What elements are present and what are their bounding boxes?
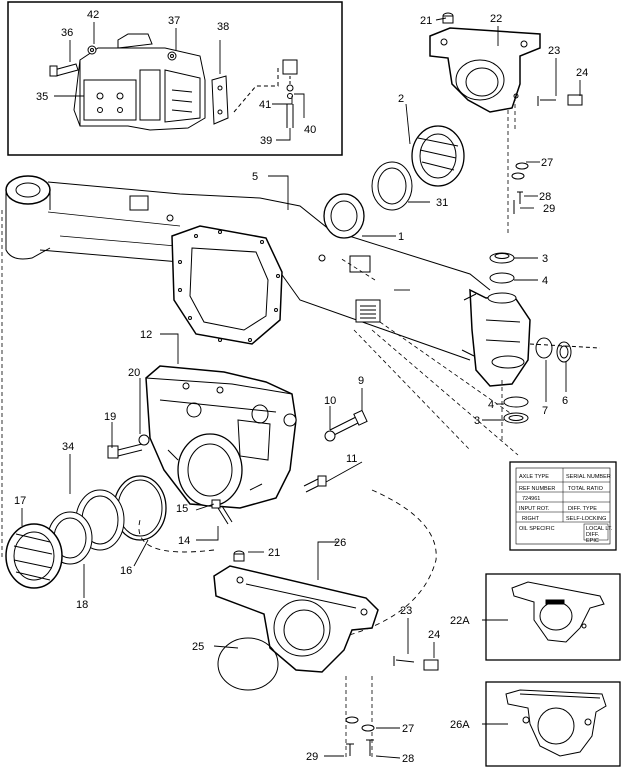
callout-4b: 4 [488, 399, 494, 411]
callout-29: 29 [543, 203, 555, 215]
callout-5: 5 [252, 171, 258, 183]
carrier-fasteners [107, 409, 368, 525]
callout-29b: 29 [306, 751, 318, 763]
kingpin-seals [489, 252, 529, 424]
callout-24b: 24 [428, 629, 440, 641]
callout-26a: 26A [450, 719, 470, 731]
axle-beam-housing [5, 175, 601, 387]
callout-42: 42 [87, 9, 99, 21]
callout-12: 12 [140, 329, 152, 341]
callout-26: 26 [334, 537, 346, 549]
differential-carrier [145, 365, 297, 509]
callout-38: 38 [217, 21, 229, 33]
callout-36: 36 [61, 27, 73, 39]
id-plate-text: AXLE TYPE SERIAL NUMBER REF NUMBER TOTAL… [519, 474, 613, 544]
callout-35: 35 [36, 91, 48, 103]
callout-3: 3 [542, 253, 548, 265]
callout-34: 34 [62, 441, 74, 453]
id-plate-detail [509, 461, 617, 551]
plate-diff-type: DIFF. TYPE [568, 506, 597, 512]
callout-39: 39 [260, 135, 272, 147]
callout-37: 37 [168, 15, 180, 27]
leader-lines [21, 17, 581, 759]
plate-input-rot: INPUT ROT. [519, 506, 550, 512]
callout-1: 1 [398, 231, 404, 243]
plate-local-lt: LOCAL LT. [586, 526, 613, 532]
callout-31: 31 [436, 197, 448, 209]
callout-3b: 3 [474, 415, 480, 427]
detail-box-26a [485, 681, 621, 767]
callout-27: 27 [541, 157, 553, 169]
callout-25: 25 [192, 641, 204, 653]
pivot-bracket-26 [213, 550, 439, 760]
callout-21: 21 [420, 15, 432, 27]
callout-20: 20 [128, 367, 140, 379]
callout-labels: 42 37 38 36 35 41 40 39 21 22 23 24 2 27… [14, 9, 588, 765]
inset-frame [7, 1, 343, 156]
callout-21b: 21 [268, 547, 280, 559]
plate-oil-specific: OIL SPECIFIC [519, 526, 555, 532]
callout-14: 14 [178, 535, 190, 547]
callout-2: 2 [398, 93, 404, 105]
bearing-cups-upper [323, 125, 465, 239]
plate-epic: EPIC [586, 538, 599, 544]
callout-19: 19 [104, 411, 116, 423]
callout-16: 16 [120, 565, 132, 577]
plate-diff: DIFF. [586, 532, 600, 538]
callout-10: 10 [324, 395, 336, 407]
callout-28: 28 [539, 191, 551, 203]
bearing-rings-lower [5, 475, 167, 589]
callout-18: 18 [76, 599, 88, 611]
callout-23b: 23 [400, 605, 412, 617]
pivot-bracket-22 [429, 12, 583, 214]
callout-6: 6 [562, 395, 568, 407]
callout-24: 24 [576, 67, 588, 79]
callout-27b: 27 [402, 723, 414, 735]
callout-9: 9 [358, 375, 364, 387]
callout-40: 40 [304, 124, 316, 136]
callout-11: 11 [346, 453, 357, 465]
plate-right: RIGHT [522, 516, 540, 522]
plate-axle-type: AXLE TYPE [519, 474, 549, 480]
lower-assembly-outline [138, 489, 437, 641]
plate-ref-number: REF NUMBER [519, 486, 555, 492]
detail-box-22a [485, 573, 621, 661]
plate-serial-number: SERIAL NUMBER [566, 474, 611, 480]
callout-17: 17 [14, 495, 26, 507]
inset-bracket-assembly [49, 33, 298, 131]
callout-7: 7 [542, 405, 548, 417]
plate-ref-value: 724961 [522, 496, 540, 502]
plate-self-locking: SELF-LOCKING [566, 516, 606, 522]
callout-22: 22 [490, 13, 502, 25]
callout-28b: 28 [402, 753, 414, 765]
plate-total-ratio: TOTAL RATIO [568, 486, 604, 492]
callout-15: 15 [176, 503, 188, 515]
callout-41: 41 [259, 99, 271, 111]
callout-4: 4 [542, 275, 548, 287]
callout-23: 23 [548, 45, 560, 57]
callout-22a: 22A [450, 615, 470, 627]
